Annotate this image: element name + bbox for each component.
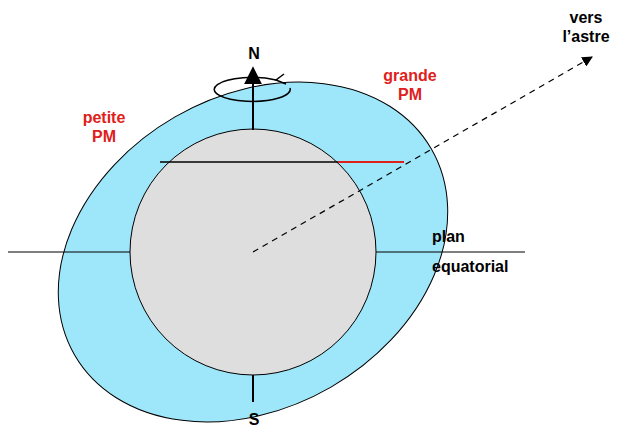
tidal-bulge <box>0 14 509 436</box>
equatorial-line <box>376 251 525 252</box>
direction-arrow <box>253 57 592 252</box>
label-text: plan equatorial <box>432 222 524 282</box>
low-tide-line <box>160 161 338 163</box>
high-tide-line <box>338 161 404 163</box>
rotation-arrowhead <box>276 74 286 84</box>
label-text: vers l’astre <box>552 8 620 46</box>
label-text: grande PM <box>378 66 442 104</box>
axis-line <box>252 375 254 402</box>
label-text: N <box>244 44 264 63</box>
label-text: petite PM <box>76 108 132 146</box>
equatorial-line <box>8 251 130 252</box>
label-text: S <box>244 410 264 429</box>
